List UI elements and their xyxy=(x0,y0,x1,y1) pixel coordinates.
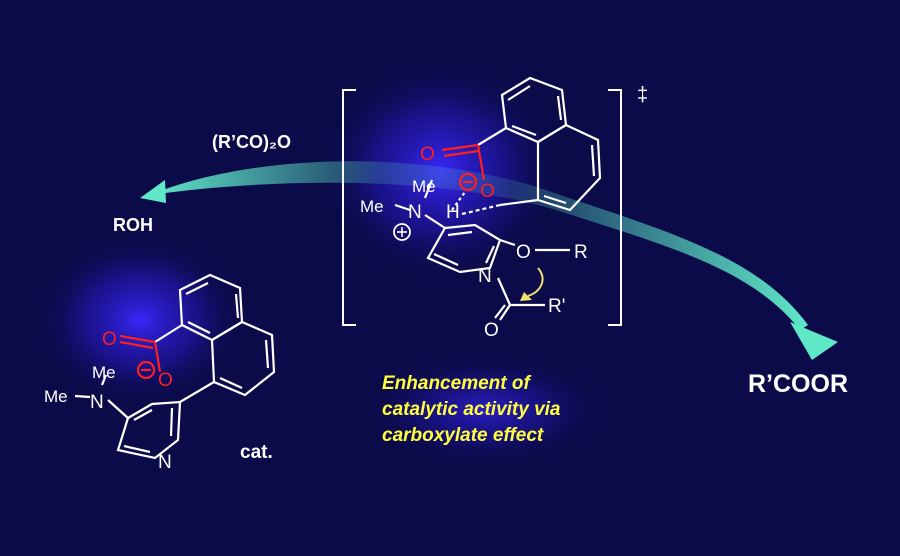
ts-o-acyl: O xyxy=(484,320,499,341)
reaction-arrowhead xyxy=(790,322,838,360)
substrate-label: ROH xyxy=(113,215,153,235)
product-label: R’COOR xyxy=(748,370,848,398)
reagent-label: (R’CO)₂O xyxy=(212,132,291,152)
reaction-arrow xyxy=(140,161,838,360)
catalyst-label: cat. xyxy=(240,442,273,463)
caption-glow xyxy=(365,355,605,465)
caption: Enhancement of catalytic activity via ca… xyxy=(382,371,561,449)
ts-minus-charge-icon xyxy=(458,172,478,192)
ts-n-pyridinium: N xyxy=(478,266,492,287)
ts-pyridinium xyxy=(394,179,570,321)
caption-line-2: catalytic activity via xyxy=(382,399,561,420)
ts-bracket-left xyxy=(342,89,356,326)
caption-line-3: carboxylate effect xyxy=(382,425,544,446)
ts-naphthalene xyxy=(477,76,602,212)
ts-r-prime: R' xyxy=(548,296,565,317)
catalyst-glow xyxy=(35,235,245,405)
ts-bracket-right xyxy=(608,89,622,326)
cat-me-left: Me xyxy=(44,387,68,406)
ts-plus-charge-icon xyxy=(393,223,411,241)
ts-me-left: Me xyxy=(360,197,384,216)
cat-n-amine: N xyxy=(90,392,104,413)
transition-state-mark: ‡ xyxy=(637,84,649,106)
caption-line-1: Enhancement of xyxy=(382,373,530,394)
cat-pyridine xyxy=(74,374,182,460)
cat-n-pyridine: N xyxy=(158,452,172,473)
ts-o-carbonyl: O xyxy=(420,144,435,165)
cat-carboxylate xyxy=(119,334,162,380)
cat-naphthalene xyxy=(154,273,276,403)
ts-o-carboxylate: O xyxy=(480,181,495,202)
cat-o-carbonyl: O xyxy=(102,329,117,350)
curly-arrow xyxy=(527,267,544,297)
cat-o-carboxylate: O xyxy=(158,370,173,391)
ts-r: R xyxy=(574,242,588,263)
cat-me-top: Me xyxy=(92,363,116,382)
ts-carboxylate xyxy=(441,143,486,192)
cat-minus-charge-icon xyxy=(136,360,156,380)
ts-h: H xyxy=(446,202,460,223)
ts-o-alcohol: O xyxy=(516,242,531,263)
ts-me-top: Me xyxy=(412,177,436,196)
ts-n-amine: N xyxy=(408,202,422,223)
